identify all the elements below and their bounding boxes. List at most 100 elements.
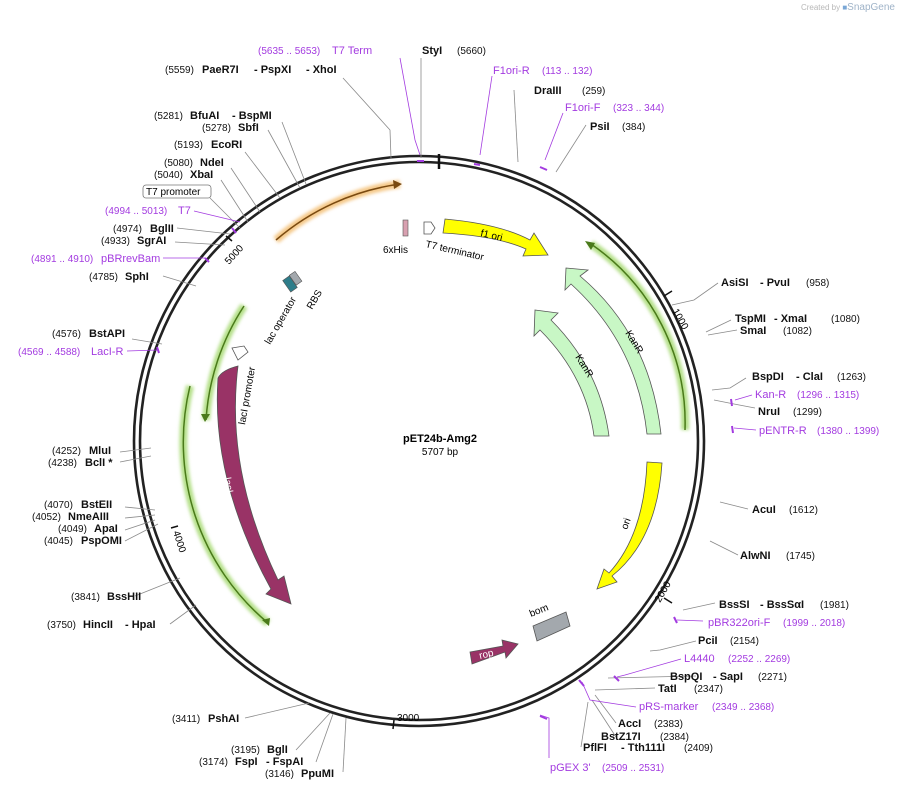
site-bsssi[interactable]: BssSI- BssSαI(1981) bbox=[719, 599, 849, 611]
svg-text:NruI: NruI bbox=[758, 406, 780, 418]
primer-pbrrevbam[interactable]: (4891 .. 4910)pBRrevBam bbox=[31, 253, 160, 265]
svg-text:AcuI: AcuI bbox=[752, 504, 776, 516]
site-bcli[interactable]: (4238)BclI * bbox=[48, 457, 113, 469]
site-acci[interactable]: AccI(2383) bbox=[618, 718, 683, 730]
svg-text:L4440: L4440 bbox=[684, 653, 715, 665]
snapgene-logo-icon: ■ bbox=[842, 3, 848, 12]
site-alwni[interactable]: AlwNI(1745) bbox=[740, 550, 815, 562]
site-acui[interactable]: AcuI(1612) bbox=[752, 504, 818, 516]
laci-feature[interactable] bbox=[216, 365, 292, 605]
site-bsshii[interactable]: (3841)BssHII bbox=[71, 591, 141, 603]
site-ppumi[interactable]: (3146)PpuMI bbox=[265, 768, 334, 780]
kanr-feature-outer[interactable] bbox=[564, 267, 662, 435]
svg-text:(3411): (3411) bbox=[172, 714, 200, 725]
svg-text:(1080): (1080) bbox=[831, 314, 860, 325]
site-sgrai[interactable]: (4933)SgrAI bbox=[101, 235, 166, 247]
tick-4000: 4000 bbox=[170, 525, 188, 555]
site-smai[interactable]: SmaI(1082) bbox=[740, 325, 812, 337]
svg-text:FspI: FspI bbox=[235, 756, 258, 768]
laci-promoter-feature[interactable] bbox=[231, 345, 249, 361]
site-mlui[interactable]: (4252)MluI bbox=[52, 445, 111, 457]
svg-text:(4576): (4576) bbox=[52, 329, 81, 340]
site-bstapi[interactable]: (4576)BstAPI bbox=[52, 328, 125, 340]
primer-l4440[interactable]: L4440(2252 .. 2269) bbox=[684, 653, 790, 665]
primer-laci-r[interactable]: (4569 .. 4588)LacI-R bbox=[18, 346, 123, 358]
site-psii[interactable]: PsiI(384) bbox=[590, 121, 645, 133]
svg-text:1000: 1000 bbox=[669, 307, 690, 332]
svg-text:pBR322ori-F: pBR322ori-F bbox=[708, 617, 771, 629]
site-bspqi[interactable]: BspQI- SapI(2271) bbox=[670, 671, 787, 683]
site-xbai[interactable]: (5040)XbaI bbox=[154, 169, 213, 181]
svg-text:PshAI: PshAI bbox=[208, 713, 239, 725]
f1-ori-feature[interactable] bbox=[442, 218, 549, 257]
site-fspi[interactable]: (3174)FspI- FspAI bbox=[199, 756, 303, 768]
feature-t7-promoter-box[interactable]: T7 promoter bbox=[142, 184, 212, 199]
primer-pbr322ori-f[interactable]: pBR322ori-F(1999 .. 2018) bbox=[708, 617, 845, 629]
site-bgli[interactable]: (3195)BglI bbox=[231, 744, 288, 756]
site-bspdi[interactable]: BspDI- ClaI(1263) bbox=[752, 371, 866, 383]
svg-text:XbaI: XbaI bbox=[190, 169, 213, 181]
site-sbfi[interactable]: (5278)SbfI bbox=[202, 122, 259, 134]
primer-pgex3[interactable]: pGEX 3'(2509 .. 2531) bbox=[550, 762, 664, 774]
site-ecori[interactable]: (5193)EcoRI bbox=[174, 139, 242, 151]
ori-feature[interactable] bbox=[596, 461, 663, 590]
site-bglii[interactable]: (4974)BglII bbox=[113, 223, 174, 235]
svg-text:BssHII: BssHII bbox=[107, 591, 141, 603]
svg-text:- FspAI: - FspAI bbox=[266, 756, 303, 768]
6xhis-feature[interactable] bbox=[402, 219, 409, 237]
lac-operator-feature[interactable] bbox=[282, 275, 298, 293]
svg-text:(3750): (3750) bbox=[47, 620, 76, 631]
site-pshai[interactable]: (3411) PshAI bbox=[172, 713, 239, 725]
leader-lines bbox=[119, 58, 756, 773]
primer-t7[interactable]: (4994 .. 5013)T7 bbox=[105, 205, 191, 217]
svg-text:(4891 .. 4910): (4891 .. 4910) bbox=[31, 254, 93, 265]
svg-text:- PspXI: - PspXI bbox=[254, 64, 291, 76]
svg-text:T7 promoter: T7 promoter bbox=[146, 187, 201, 198]
t7-arc-arrow bbox=[393, 180, 402, 189]
site-apai[interactable]: (4049)ApaI bbox=[58, 523, 118, 535]
site-nrui[interactable]: NruI(1299) bbox=[758, 406, 822, 418]
rop-feature[interactable] bbox=[469, 639, 519, 665]
bom-feature[interactable] bbox=[532, 611, 571, 642]
rbs-label: RBS bbox=[305, 288, 325, 312]
site-bsteii[interactable]: (4070)BstEII bbox=[44, 499, 112, 511]
rbs-feature[interactable] bbox=[288, 270, 303, 286]
site-ndei[interactable]: (5080)NdeI bbox=[164, 157, 224, 169]
site-paer7i[interactable]: (5559)PaeR7I- PspXI- XhoI bbox=[165, 64, 337, 76]
site-nmeaiii[interactable]: (4052)NmeAIII bbox=[32, 511, 109, 523]
primer-t7-term[interactable]: (5635 .. 5653)T7 Term bbox=[258, 45, 372, 57]
svg-text:- XhoI: - XhoI bbox=[306, 64, 337, 76]
kanr-track bbox=[590, 243, 686, 431]
svg-text:(4933): (4933) bbox=[101, 236, 130, 247]
svg-text:BstEII: BstEII bbox=[81, 499, 112, 511]
site-tspmi[interactable]: TspMI- XmaI(1080) bbox=[735, 313, 860, 325]
site-hincii[interactable]: (3750)HincII- HpaI bbox=[47, 619, 156, 631]
site-draiii[interactable]: DraIII(259) bbox=[534, 85, 605, 97]
site-psppomi[interactable]: (4045)PspOMI bbox=[44, 535, 122, 547]
primer-pentr-r[interactable]: pENTR-R(1380 .. 1399) bbox=[759, 425, 879, 437]
primer-kan-r[interactable]: Kan-R(1296 .. 1315) bbox=[755, 389, 859, 401]
site-sphi[interactable]: (4785)SphI bbox=[89, 271, 149, 283]
svg-text:PciI: PciI bbox=[698, 635, 718, 647]
site-tati[interactable]: TatI(2347) bbox=[658, 683, 723, 695]
svg-text:(1263): (1263) bbox=[837, 372, 866, 383]
svg-text:5000: 5000 bbox=[223, 243, 246, 267]
kanr-feature-inner[interactable] bbox=[533, 309, 610, 437]
primer-f1ori-r[interactable]: F1ori-R(113 .. 132) bbox=[493, 65, 592, 77]
plasmid-name: pET24b-Amg2 bbox=[403, 433, 477, 445]
svg-text:T7: T7 bbox=[178, 205, 191, 217]
site-asisi[interactable]: AsiSI- PvuI(958) bbox=[721, 277, 829, 289]
primer-f1ori-f[interactable]: F1ori-F(323 .. 344) bbox=[565, 102, 664, 114]
t7-terminator-feature[interactable] bbox=[423, 221, 436, 235]
site-pflfi[interactable]: PflFI- Tth111I(2409) bbox=[583, 742, 713, 754]
site-bfuai[interactable]: (5281)BfuAI- BspMI bbox=[154, 110, 272, 122]
primer-prs-marker[interactable]: pRS-marker(2349 .. 2368) bbox=[639, 701, 774, 713]
laci-track2-arrow bbox=[262, 618, 270, 626]
svg-text:BstZ17I: BstZ17I bbox=[601, 731, 641, 743]
site-pcii[interactable]: PciI(2154) bbox=[698, 635, 759, 647]
site-bstz17i[interactable]: BstZ17I(2384) bbox=[601, 731, 689, 743]
site-styi[interactable]: StyI(5660) bbox=[422, 45, 486, 57]
svg-text:- SapI: - SapI bbox=[713, 671, 743, 683]
svg-text:AccI: AccI bbox=[618, 718, 641, 730]
svg-text:(3195): (3195) bbox=[231, 745, 260, 756]
